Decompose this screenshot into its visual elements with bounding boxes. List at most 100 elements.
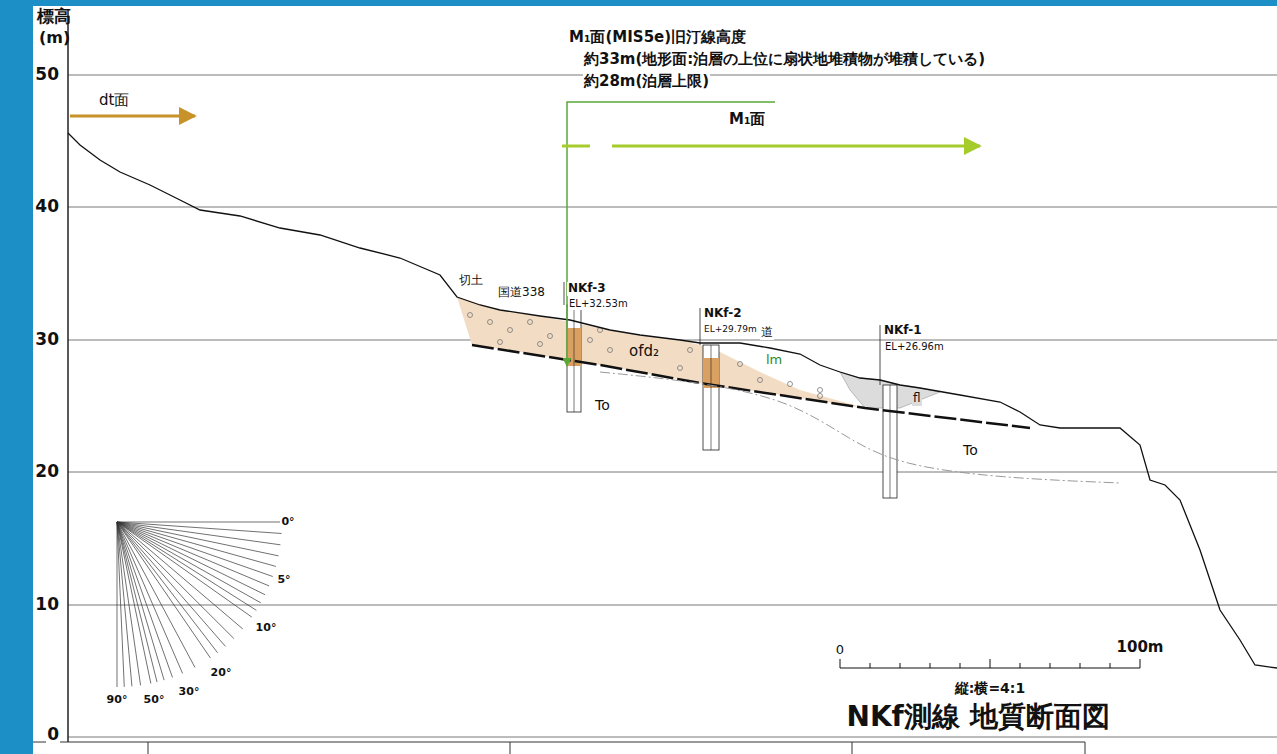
unit-label: To: [962, 442, 979, 458]
place-label: 道: [760, 326, 774, 340]
surface-label: dt面: [98, 92, 130, 109]
gravel-symbol: [608, 348, 613, 353]
y-axis: [67, 10, 69, 742]
tick-label: 0: [46, 725, 60, 745]
slope-gauge-line: [117, 522, 195, 667]
gravel-symbol: [548, 334, 553, 339]
axis-title: 標高: [36, 7, 72, 27]
panel: [33, 6, 1277, 754]
slope-gauge-line: [117, 522, 256, 610]
borehole-leader: [880, 325, 881, 385]
gravel-symbol: [528, 320, 533, 325]
table-line: [33, 742, 1085, 743]
scale-tick: [1140, 659, 1141, 668]
surface-label: M₁面: [728, 111, 767, 128]
dt-surface-arrow: [70, 115, 195, 118]
axis-unit: (m): [38, 29, 71, 47]
gravel-symbol: [788, 382, 793, 387]
gravel-symbol: [818, 394, 823, 399]
unit-label: lm: [765, 353, 783, 368]
scale-label: 0: [835, 643, 845, 658]
scale-tick: [900, 663, 901, 668]
scale-tick: [1050, 663, 1051, 668]
gravel-symbol: [498, 340, 503, 345]
grid-line: [68, 207, 1277, 208]
unit-label: ofd₂: [628, 343, 660, 360]
slope-gauge-line: [117, 522, 218, 653]
shoreline-note: 約33m(地形面:泊層の上位に扇状地堆積物が堆積している): [583, 51, 986, 68]
borehole-leader: [700, 308, 701, 345]
scale-ratio: 縦:横=4:1: [954, 680, 1026, 696]
angle-label: 20°: [210, 667, 233, 680]
m1-surface-arrow: [562, 145, 590, 148]
scale-tick: [1020, 663, 1021, 668]
gravel-symbol: [588, 338, 593, 343]
shoreline-label: M₁面(MIS5e)旧汀線高度: [568, 29, 747, 46]
boundary-line: [472, 345, 1030, 428]
gravel-symbol: [508, 328, 513, 333]
slope-gauge-line: [117, 522, 118, 687]
table-line: [148, 742, 149, 754]
borehole-column: [883, 385, 897, 498]
gravel-symbol: [468, 313, 473, 318]
place-label: 切土: [458, 274, 484, 288]
scale-tick: [930, 663, 931, 668]
scale-tick: [840, 659, 841, 668]
slope-gauge-line: [117, 522, 183, 673]
borehole-elevation: EL+32.53m: [568, 298, 629, 310]
grid-line: [68, 605, 1277, 606]
borehole-line: [890, 385, 891, 498]
borehole-name: NKf-2: [703, 307, 743, 321]
angle-label: 90°: [106, 694, 129, 707]
grid-line: [68, 472, 1277, 473]
angle-label: 5°: [276, 574, 291, 587]
tick-label: 20: [34, 462, 60, 482]
borehole-line: [711, 345, 712, 450]
diagram-title: NKf測線 地質断面図: [845, 701, 1110, 733]
borehole-name: NKf-1: [883, 324, 923, 338]
table-line: [510, 742, 511, 754]
slope-gauge-line: [117, 522, 151, 683]
tick-label: 10: [34, 595, 60, 615]
gravel-symbol: [678, 366, 683, 371]
shoreline-note: 約28m(泊層上限): [583, 73, 710, 90]
slope-gauge-line: [117, 522, 276, 566]
grid-line: [68, 737, 1277, 738]
slope-gauge-line: [117, 522, 225, 646]
scale-tick: [990, 659, 991, 668]
slope-gauge-line: [117, 522, 132, 686]
table-line: [1085, 742, 1086, 754]
gravel-symbol: [688, 348, 693, 353]
borehole-elevation: EL+29.79m: [703, 324, 758, 334]
scale-tick: [1080, 663, 1081, 668]
slope-gauge-line: [117, 522, 282, 533]
scale-tick: [1110, 663, 1111, 668]
borehole-name: NKf-3: [567, 282, 607, 296]
slope-gauge-line: [117, 522, 269, 586]
scale-label: 100m: [1116, 639, 1165, 656]
scale-tick: [870, 663, 871, 668]
gravel-symbol: [758, 378, 763, 383]
gravel-symbol: [538, 342, 543, 347]
unit-label: To: [594, 397, 611, 413]
borehole-leader: [564, 282, 565, 305]
scale-tick: [960, 663, 961, 668]
borehole-column: [703, 345, 719, 450]
shoreline-arrow: [567, 102, 775, 366]
table-line: [852, 742, 853, 754]
ground-profile: [68, 133, 1277, 668]
angle-label: 0°: [280, 516, 295, 529]
m1-surface-arrow: [612, 145, 980, 148]
gravel-symbol: [738, 362, 743, 367]
borehole-elevation: EL+26.96m: [884, 341, 945, 353]
gravel-symbol: [818, 388, 823, 393]
unit-label: fl: [912, 392, 922, 406]
slope-gauge-line: [117, 522, 280, 545]
slope-gauge-line: [117, 522, 282, 523]
gravel-symbol: [488, 320, 493, 325]
tick-label: 40: [34, 197, 60, 217]
tick-label: 50: [34, 65, 60, 85]
